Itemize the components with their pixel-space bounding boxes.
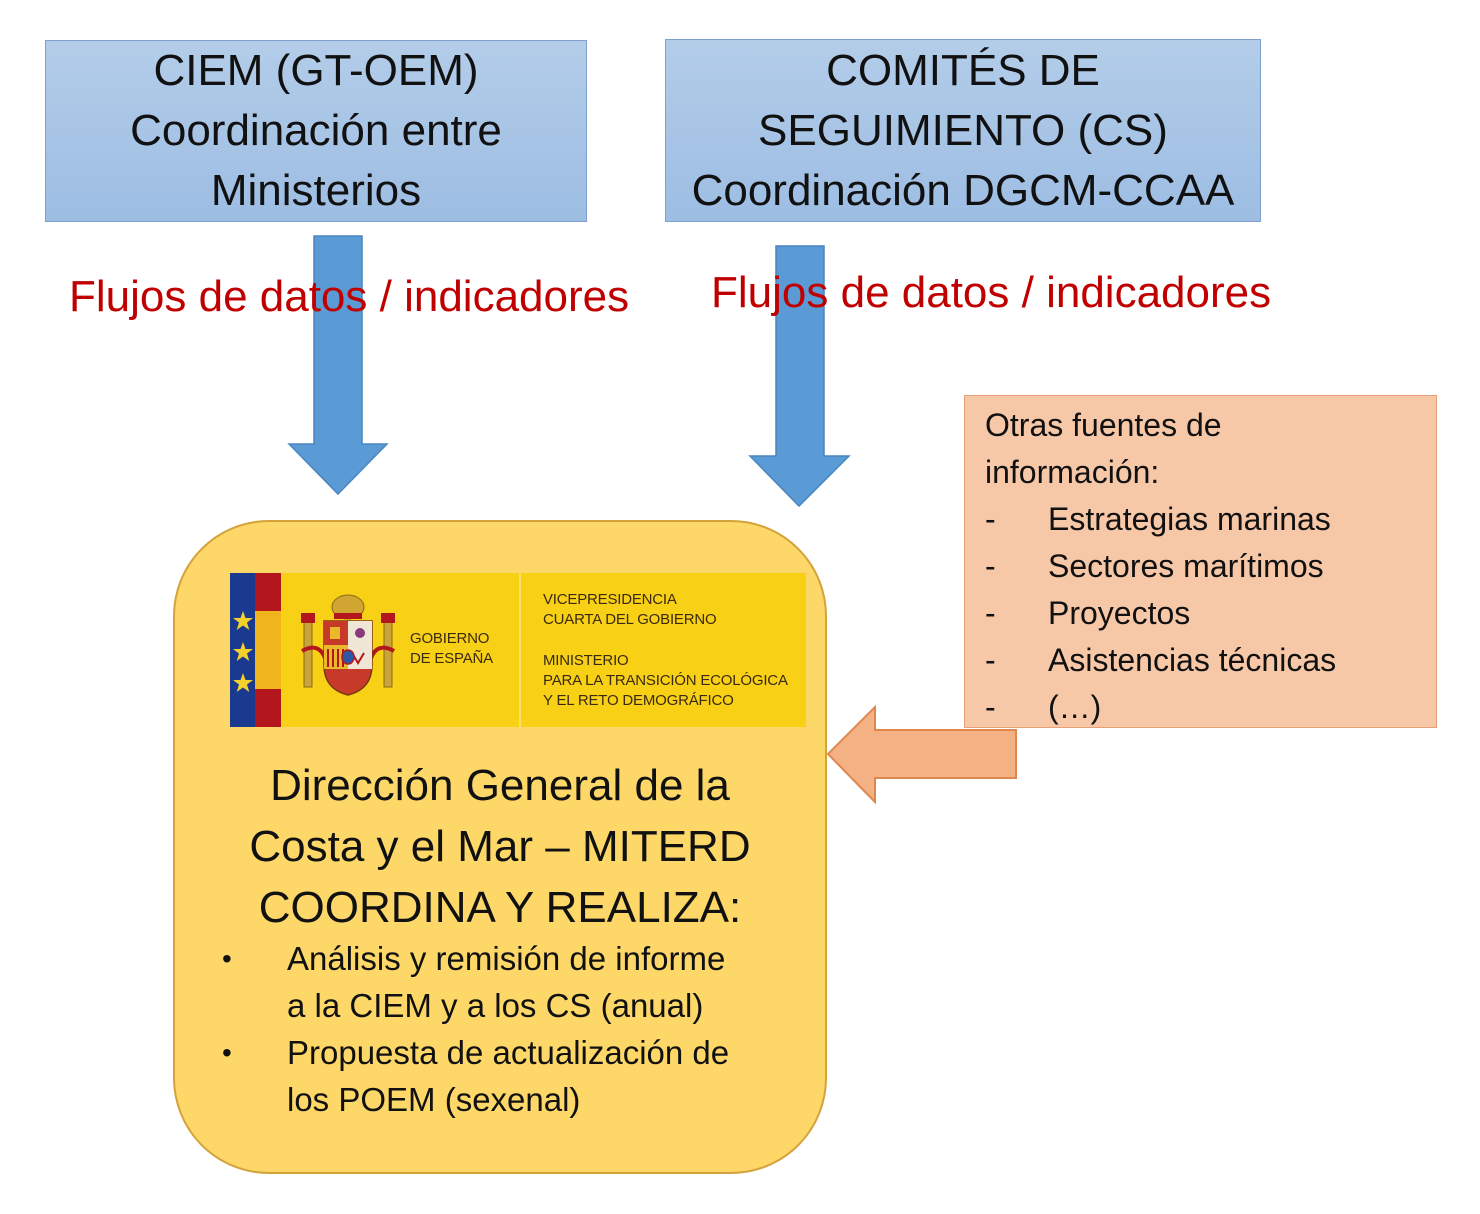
dgcm-title-line-3: COORDINA Y REALIZA:: [258, 883, 742, 932]
logo-gobierno-line-2: DE ESPAÑA: [410, 650, 493, 667]
ciem-box: CIEM (GT-OEM) Coordinación entre Ministe…: [45, 40, 587, 222]
ciem-line-3: Ministerios: [210, 166, 422, 215]
bullet-dot-1: •: [222, 943, 232, 974]
logo-ministerio-line-2: PARA LA TRANSICIÓN ECOLÓGICA: [543, 672, 788, 689]
spain-flag-stripe-red-top: [255, 573, 281, 611]
right-down-arrow: [748, 245, 851, 508]
logo-gobierno-line-1: GOBIERNO: [410, 630, 490, 647]
other-sources-item-label: Proyectos: [1048, 595, 1191, 631]
ciem-line-2: Coordinación entre: [130, 106, 502, 155]
other-sources-item: - Proyectos: [985, 590, 1436, 637]
main-bullet-1-line-2: a la CIEM y a los CS (anual): [287, 987, 704, 1024]
gobierno-espana-logo: GOBIERNO DE ESPAÑA VICEPRESIDENCIA CUART…: [230, 573, 806, 727]
other-sources-box: Otras fuentes de información: - Estrategi…: [964, 395, 1437, 728]
flow-label-left: Flujos de datos / indicadores: [69, 272, 630, 321]
flow-label-right: Flujos de datos / indicadores: [711, 268, 1272, 317]
logo-vice-line-2: CUARTA DEL GOBIERNO: [543, 611, 717, 628]
dgcm-title-line-1: Dirección General de la: [270, 761, 730, 810]
dash-bullet: -: [985, 548, 996, 584]
coat-of-arms-icon: [301, 594, 395, 696]
dash-bullet: -: [985, 689, 996, 725]
other-sources-item: - (…): [985, 684, 1436, 731]
dash-bullet: -: [985, 501, 996, 537]
other-sources-item-label: Sectores marítimos: [1048, 548, 1324, 584]
dgcm-title: Dirección General de la Costa y el Mar –…: [173, 755, 827, 938]
left-arrow-orange: [826, 704, 1017, 805]
logo-ministerio-line-3: Y EL RETO DEMOGRÁFICO: [543, 692, 734, 709]
dash-bullet: -: [985, 595, 996, 631]
dgcm-title-line-2: Costa y el Mar – MITERD: [249, 822, 751, 871]
other-sources-item-label: (…): [1048, 689, 1102, 725]
other-sources-item: - Estrategias marinas: [985, 496, 1436, 543]
left-down-arrow: [287, 235, 389, 496]
dash-bullet: -: [985, 642, 996, 678]
main-bullet-1: Análisis y remisión de informe a la CIEM…: [287, 935, 725, 1029]
other-sources-title-1: Otras fuentes de: [985, 407, 1222, 443]
logo-vice-line-1: VICEPRESIDENCIA: [543, 591, 677, 608]
bullet-dot-2: •: [222, 1037, 232, 1068]
other-sources-item-label: Estrategias marinas: [1048, 501, 1331, 537]
cs-box: COMITÉS DE SEGUIMIENTO (CS) Coordinación…: [665, 39, 1261, 222]
ciem-line-1: CIEM (GT-OEM): [153, 46, 479, 95]
eu-stars-icon: [233, 611, 253, 692]
cs-line-3: Coordinación DGCM-CCAA: [691, 165, 1235, 215]
main-bullet-2-line-1: Propuesta de actualización de: [287, 1034, 730, 1071]
main-bullet-2-line-2: los POEM (sexenal): [287, 1081, 581, 1118]
other-sources-title-2: información:: [985, 454, 1160, 490]
cs-line-1: COMITÉS DE: [826, 45, 1100, 95]
logo-ministerio-line-1: MINISTERIO: [543, 652, 629, 669]
other-sources-item: - Asistencias técnicas: [985, 637, 1436, 684]
spain-flag-stripe-red-bottom: [255, 689, 281, 727]
spain-flag-stripe-yellow-mid: [255, 611, 281, 689]
cs-line-2: SEGUIMIENTO (CS): [758, 105, 1168, 155]
other-sources-item-label: Asistencias técnicas: [1048, 642, 1337, 678]
logo-divider: [519, 573, 521, 727]
main-bullet-1-line-1: Análisis y remisión de informe: [287, 940, 726, 977]
other-sources-item: - Sectores marítimos: [985, 543, 1436, 590]
main-bullet-2: Propuesta de actualización de los POEM (…: [287, 1029, 729, 1123]
